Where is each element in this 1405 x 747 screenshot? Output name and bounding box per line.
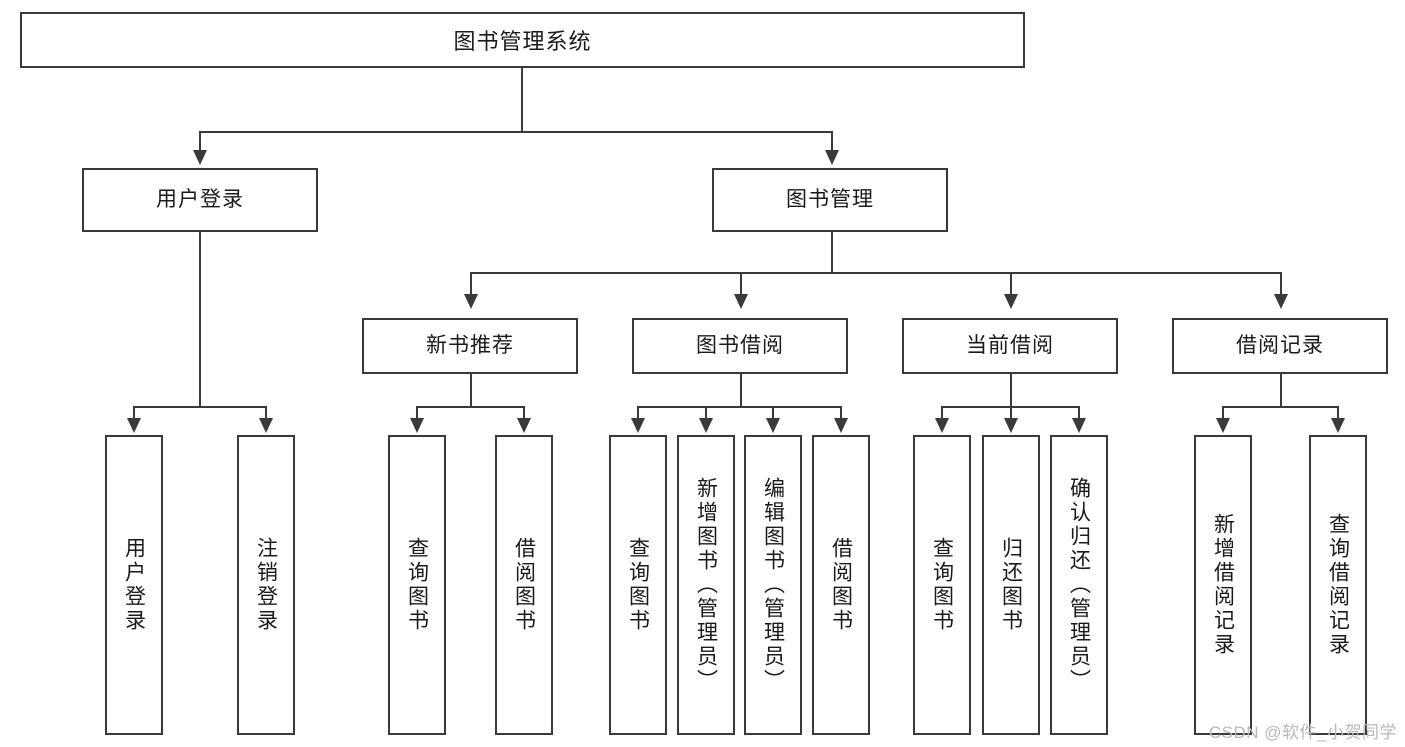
connector-drop-bb-leaf-4 <box>840 406 842 420</box>
connector-user-login-trunk <box>199 232 201 407</box>
connector-drop-cb-leaf-1 <box>941 406 943 420</box>
arrow-cb-leaf-3 <box>1072 418 1086 433</box>
node-book-management[interactable]: 图书管理 <box>712 168 948 232</box>
connector-drop-current-borrow <box>1010 272 1012 296</box>
arrow-new-book <box>464 294 478 309</box>
connector-drop-leaf-user-login <box>133 406 135 420</box>
arrow-borrow-record <box>1274 294 1288 309</box>
leaf-borrow-book[interactable]: 借阅图书 <box>812 435 870 735</box>
arrow-cb-leaf-1 <box>935 418 949 433</box>
arrow-bb-leaf-2 <box>699 418 713 433</box>
connector-drop-bb-leaf-2 <box>705 406 707 420</box>
connector-drop-book-manage <box>831 131 833 153</box>
connector-drop-br-leaf-2 <box>1337 406 1339 420</box>
connector-new-book-bus <box>416 406 524 408</box>
leaf-query-book-borrow[interactable]: 查询图书 <box>609 435 667 735</box>
connector-drop-bb-leaf-1 <box>637 406 639 420</box>
node-root-system[interactable]: 图书管理系统 <box>20 12 1025 68</box>
leaf-edit-book-admin[interactable]: 编辑图书（管理员） <box>744 435 802 735</box>
arrow-current-borrow <box>1004 294 1018 309</box>
leaf-add-borrow-record[interactable]: 新增借阅记录 <box>1194 435 1252 735</box>
connector-new-book-trunk <box>470 374 472 407</box>
node-label: 新书推荐 <box>426 334 514 358</box>
connector-drop-leaf-logout <box>265 406 267 420</box>
connector-root-trunk <box>521 68 523 132</box>
node-label: 用户登录 <box>156 188 244 212</box>
connector-drop-bb-leaf-3 <box>772 406 774 420</box>
node-label: 借阅记录 <box>1236 334 1324 358</box>
arrow-nb-leaf-2 <box>517 418 531 433</box>
leaf-return-book[interactable]: 归还图书 <box>982 435 1040 735</box>
watermark-text: CSDN @软件_小贺同学 <box>1208 723 1397 742</box>
connector-drop-book-borrow <box>740 272 742 296</box>
arrow-br-leaf-2 <box>1331 418 1345 433</box>
arrow-bb-leaf-3 <box>766 418 780 433</box>
connector-drop-user-login <box>199 131 201 153</box>
leaf-label: 借阅图书 <box>512 537 536 633</box>
connector-level3-bus <box>470 272 1281 274</box>
node-label: 图书管理 <box>786 188 874 212</box>
arrow-br-leaf-1 <box>1216 418 1230 433</box>
connector-drop-borrow-record <box>1280 272 1282 296</box>
arrow-bb-leaf-1 <box>631 418 645 433</box>
leaf-borrow-book-recommend[interactable]: 借阅图书 <box>495 435 553 735</box>
connector-book-borrow-trunk <box>740 374 742 407</box>
node-borrow-record[interactable]: 借阅记录 <box>1172 318 1388 374</box>
leaf-label: 新增借阅记录 <box>1211 513 1235 657</box>
connector-drop-br-leaf-1 <box>1222 406 1224 420</box>
leaf-add-book-admin[interactable]: 新增图书（管理员） <box>677 435 735 735</box>
arrow-user-login <box>193 150 207 165</box>
connector-current-borrow-trunk <box>1010 374 1012 407</box>
leaf-label: 编辑图书（管理员） <box>761 477 785 693</box>
leaf-label: 查询图书 <box>626 537 650 633</box>
connector-drop-cb-leaf-2 <box>1010 406 1012 420</box>
connector-book-borrow-bus <box>637 406 841 408</box>
connector-borrow-record-trunk <box>1280 374 1282 407</box>
leaf-logout[interactable]: 注销登录 <box>237 435 295 735</box>
arrow-book-borrow <box>734 294 748 309</box>
connector-drop-new-book <box>470 272 472 296</box>
leaf-label: 借阅图书 <box>829 537 853 633</box>
leaf-label: 查询图书 <box>930 537 954 633</box>
leaf-query-book-current[interactable]: 查询图书 <box>913 435 971 735</box>
connector-drop-nb-leaf-2 <box>523 406 525 420</box>
leaf-label: 注销登录 <box>254 537 278 633</box>
leaf-label: 查询借阅记录 <box>1326 513 1350 657</box>
connector-book-manage-trunk <box>831 232 833 273</box>
leaf-user-login[interactable]: 用户登录 <box>105 435 163 735</box>
node-label: 图书管理系统 <box>453 29 592 54</box>
leaf-query-book-recommend[interactable]: 查询图书 <box>388 435 446 735</box>
connector-root-bus <box>199 131 833 133</box>
node-user-login[interactable]: 用户登录 <box>82 168 318 232</box>
node-book-borrow[interactable]: 图书借阅 <box>632 318 848 374</box>
leaf-label: 用户登录 <box>122 537 146 633</box>
leaf-label: 查询图书 <box>405 537 429 633</box>
arrow-bb-leaf-4 <box>834 418 848 433</box>
leaf-confirm-return-admin[interactable]: 确认归还（管理员） <box>1050 435 1108 735</box>
connector-drop-nb-leaf-1 <box>416 406 418 420</box>
node-label: 当前借阅 <box>966 334 1054 358</box>
arrow-book-manage <box>825 150 839 165</box>
connector-borrow-record-bus <box>1222 406 1338 408</box>
leaf-query-borrow-record[interactable]: 查询借阅记录 <box>1309 435 1367 735</box>
connector-drop-cb-leaf-3 <box>1078 406 1080 420</box>
leaf-label: 确认归还（管理员） <box>1067 477 1091 693</box>
leaf-label: 归还图书 <box>999 537 1023 633</box>
node-current-borrow[interactable]: 当前借阅 <box>902 318 1118 374</box>
arrow-nb-leaf-1 <box>410 418 424 433</box>
arrow-cb-leaf-2 <box>1004 418 1018 433</box>
arrow-leaf-user-login <box>127 418 141 433</box>
connector-user-login-bus <box>133 406 266 408</box>
leaf-label: 新增图书（管理员） <box>694 477 718 693</box>
arrow-leaf-logout <box>259 418 273 433</box>
node-label: 图书借阅 <box>696 334 784 358</box>
node-new-book-recommend[interactable]: 新书推荐 <box>362 318 578 374</box>
